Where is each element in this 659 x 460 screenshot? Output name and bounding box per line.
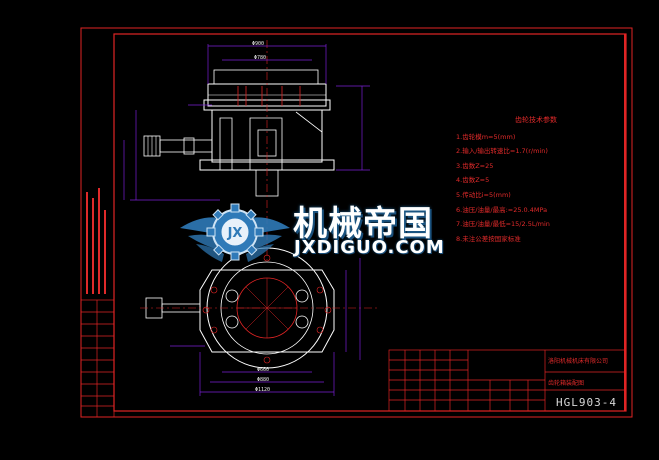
dim-top-overall: Φ900 xyxy=(252,41,265,47)
note-line: 6.油压/油量/最高:=25.0.4MPa xyxy=(456,205,548,214)
dim-bottom-d2: Φ880 xyxy=(257,377,270,383)
company-name: 洛阳机械机床有限公司 xyxy=(548,358,609,365)
technical-notes: 齿轮技术参数 1.齿轮模m=5(mm) 2.输入/输出转速比=1.7(r/min… xyxy=(456,113,616,246)
elevation-view xyxy=(123,40,370,260)
drawing-code: HGL903-4 xyxy=(556,396,617,409)
note-line: 8.未注公差按国家标准 xyxy=(456,234,521,243)
vertical-notes xyxy=(86,188,106,294)
outer-frame xyxy=(80,27,633,418)
logo-url: JXDIGUO.COM xyxy=(294,237,445,258)
note-line: 1.齿轮模m=5(mm) xyxy=(456,132,516,141)
frame-edge xyxy=(624,34,626,411)
note-line: 2.输入/输出转速比=1.7(r/min) xyxy=(456,147,548,156)
logo-badge: JX xyxy=(227,226,243,241)
drawing-name: 齿轮箱装配图 xyxy=(548,380,585,387)
dim-bottom-d1: Φ660 xyxy=(257,367,270,373)
note-line: 5.传动比i=5(mm) xyxy=(456,190,511,199)
revision-table xyxy=(80,299,115,418)
title-block xyxy=(388,349,627,412)
logo-text: 机械帝国 xyxy=(293,204,433,244)
note-line: 7.油压/油量/最低=15/2.5L/min xyxy=(456,220,550,229)
plan-view xyxy=(140,247,380,396)
dim-bottom-d3: Φ1120 xyxy=(255,387,271,393)
note-line: 3.齿数Z=25 xyxy=(456,161,494,170)
note-line: 4.齿数Z=5 xyxy=(456,176,490,185)
logo-emblem: JX xyxy=(180,203,290,262)
dim-top-inner: Φ780 xyxy=(254,55,267,61)
notes-title: 齿轮技术参数 xyxy=(515,116,557,124)
